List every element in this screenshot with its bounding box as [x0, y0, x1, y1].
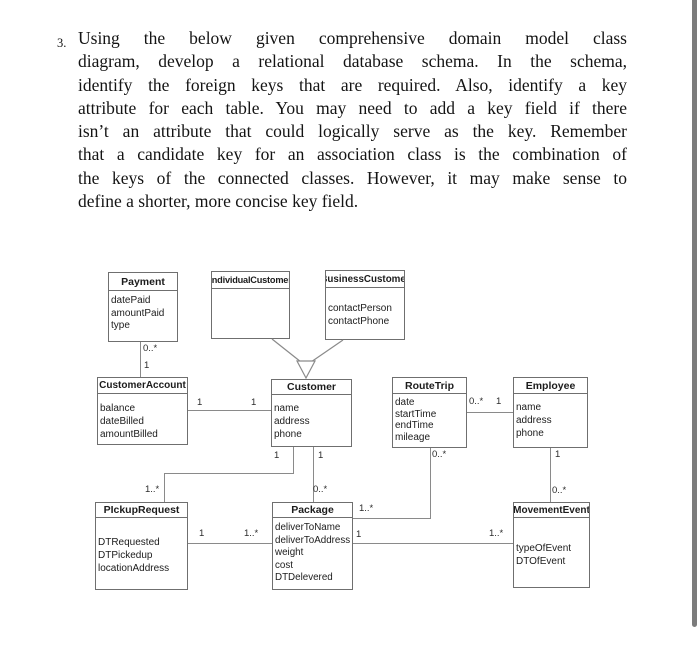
class-box-movement-event: MovementEvent typeOfEvent DTOfEvent [513, 502, 590, 588]
class-attribute: startTime [395, 408, 437, 420]
multiplicity-label: 1 [356, 529, 362, 540]
multiplicity-label: 1..* [145, 484, 160, 495]
class-attribute: DTDelevered [275, 572, 333, 583]
class-attribute: amountBilled [100, 429, 158, 440]
question-line: attribute for each table. You may need t… [78, 97, 627, 118]
association-line-customer-pickuprequest [164, 473, 294, 474]
class-attribute: contactPerson [328, 303, 392, 314]
question-paragraph: Using the below given comprehensive doma… [78, 27, 627, 213]
class-box-pickup-request: PIckupRequest DTRequested DTPickedup loc… [95, 502, 188, 590]
class-attribute: deliverToName [275, 522, 341, 533]
multiplicity-label: 0..* [552, 485, 567, 496]
class-attribute: weight [275, 547, 304, 558]
class-box-payment: Payment datePaid amountPaid type [108, 272, 178, 342]
multiplicity-label: 0..* [432, 449, 447, 460]
class-box-employee: Employee name address phone [513, 377, 588, 448]
multiplicity-label: 1 [555, 449, 561, 460]
class-attribute: typeOfEvent [516, 543, 572, 554]
class-title: CustomerAccount [98, 378, 187, 394]
multiplicity-label: 0..* [313, 484, 328, 495]
association-line-customer-package [313, 447, 314, 502]
multiplicity-label: 1..* [489, 528, 504, 539]
question-line: diagram, develop a relational database s… [78, 51, 627, 72]
class-title: IndividualCustomer [212, 272, 289, 289]
class-title: Customer [272, 380, 351, 395]
association-line-employee-movementevent [550, 448, 551, 502]
class-attribute: address [274, 416, 310, 427]
multiplicity-label: 1..* [244, 528, 259, 539]
class-attribute: date [395, 397, 415, 408]
association-line-pickuprequest-package [188, 543, 272, 544]
class-title: PIckupRequest [96, 503, 187, 518]
class-box-customer-account: CustomerAccount balance dateBilled amoun… [97, 377, 188, 445]
class-attribute: address [516, 415, 552, 426]
class-title: MovementEvent [514, 503, 589, 518]
class-title: Employee [514, 378, 587, 394]
class-attribute: amountPaid [111, 307, 165, 319]
question-line: the keys of the connected classes. Howev… [78, 167, 627, 188]
class-attribute: contactPhone [328, 315, 390, 327]
class-attribute: locationAddress [98, 563, 170, 574]
class-attribute: type [111, 320, 130, 331]
class-attribute: DTOfEvent [516, 556, 566, 567]
class-title: Package [273, 503, 352, 518]
class-title: BusinessCustomer [326, 271, 404, 288]
class-box-customer: Customer name address phone [271, 379, 352, 447]
multiplicity-label: 0..* [469, 396, 484, 407]
class-title: RouteTrip [393, 378, 466, 394]
class-attribute: name [274, 403, 300, 414]
class-box-package: Package deliverToName deliverToAddress w… [272, 502, 353, 590]
class-attribute: endTime [395, 420, 434, 431]
class-attribute: phone [274, 429, 302, 440]
question-line: that a candidate key for an association … [78, 144, 627, 165]
question-line: isn’t an attribute that could logically … [78, 121, 627, 142]
class-attribute: DTRequested [98, 537, 160, 548]
class-title: Payment [109, 273, 177, 291]
class-box-individual-customer: IndividualCustomer [211, 271, 290, 339]
class-box-business-customer: BusinessCustomer contactPerson contactPh… [325, 270, 405, 340]
association-line-customeraccount-customer [188, 410, 271, 411]
association-line-routetrip-package [353, 518, 431, 519]
question-line: identify the foreign keys that are requi… [78, 74, 627, 95]
class-attribute: dateBilled [100, 416, 144, 427]
class-attribute: cost [275, 559, 293, 571]
class-attribute: name [516, 402, 542, 413]
multiplicity-label: 1 [251, 397, 257, 408]
multiplicity-label: 1 [199, 528, 205, 539]
class-attribute: mileage [395, 431, 431, 443]
multiplicity-label: 1 [274, 450, 280, 461]
multiplicity-label: 1 [496, 396, 502, 407]
association-line-payment-customeraccount [140, 342, 141, 377]
association-line-package-movementevent [353, 543, 513, 544]
question-number: 3. [57, 36, 67, 50]
multiplicity-label: 1 [197, 397, 203, 408]
association-line-customer-pickuprequest [293, 447, 294, 473]
association-line-customer-pickuprequest [164, 473, 165, 502]
question-line: define a shorter, more concise key field… [78, 191, 359, 212]
class-attribute: deliverToAddress [275, 534, 351, 546]
multiplicity-label: 1..* [359, 503, 374, 514]
association-line-routetrip-employee [467, 412, 513, 413]
generalization-triangle [271, 338, 344, 380]
class-attribute: balance [100, 403, 136, 414]
question-line: Using the below given comprehensive doma… [78, 28, 627, 48]
multiplicity-label: 0..* [143, 343, 158, 354]
association-line-routetrip-package [430, 448, 431, 518]
multiplicity-label: 1 [144, 360, 150, 371]
class-attribute: DTPickedup [98, 550, 153, 561]
class-attribute: phone [516, 428, 544, 439]
scrollbar-thumb[interactable] [692, 0, 697, 627]
class-box-route-trip: RouteTrip date startTime endTime mileage [392, 377, 467, 448]
multiplicity-label: 1 [318, 450, 324, 461]
class-attribute: datePaid [111, 295, 151, 306]
